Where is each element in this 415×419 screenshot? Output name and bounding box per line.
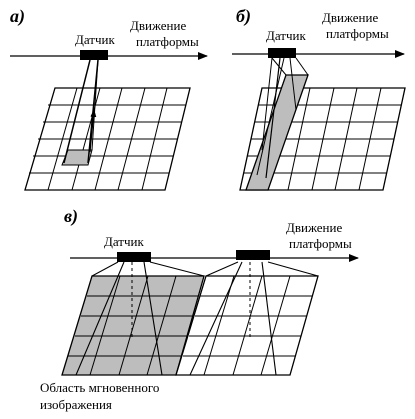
panel-b-sensor-label: Датчик — [266, 28, 306, 43]
panel-c-left-beam-2 — [149, 261, 205, 277]
panel-c-left-beam-1 — [91, 261, 119, 277]
panel-b-sensor — [268, 48, 296, 58]
panel-a-motion-label-line1: Движение — [130, 18, 186, 33]
panel-c-left-beam-3 — [75, 261, 125, 376]
panel-c-right-beam-2 — [267, 261, 319, 277]
panel-c-sensor-label: Датчик — [104, 234, 144, 249]
panel-b-beam-2 — [295, 57, 309, 76]
panel-a-scan-direction-arrow — [89, 109, 97, 153]
panel-c-sensor-2 — [236, 250, 270, 260]
panel-c: в) Датчик Движение платформы — [40, 206, 359, 412]
panel-c-area-label-line2: изображения — [40, 397, 112, 412]
panel-c-label: в) — [64, 206, 78, 227]
panel-a-ground-grid — [24, 87, 191, 191]
panel-b-beam-3 — [261, 57, 273, 151]
panel-c-motion-label-line1: Движение — [286, 220, 342, 235]
panel-b-beam-6 — [289, 57, 297, 111]
panel-a-sensor-label: Датчик — [75, 32, 115, 47]
panel-b-motion-label-line2: платформы — [326, 26, 389, 41]
panel-a: а) Датчик Движение платформы — [10, 6, 208, 191]
panel-a-beam-edge — [91, 59, 99, 151]
panel-b-label: б) — [236, 6, 251, 27]
panel-b-scan-swath — [245, 74, 309, 191]
panel-b: б) Датчик Движение платформы — [232, 6, 406, 191]
panel-c-right-beam-1 — [205, 261, 239, 277]
panel-a-sensor — [80, 50, 108, 60]
panel-c-right-grid — [183, 275, 312, 376]
panel-c-right-beam-3 — [189, 261, 243, 376]
panel-a-label: а) — [10, 6, 25, 27]
panel-b-beam-4 — [265, 57, 281, 179]
panel-c-right-beam-4 — [261, 261, 277, 376]
panel-b-motion-label-line1: Движение — [322, 10, 378, 25]
panel-a-motion-label-line2: платформы — [136, 34, 199, 49]
panel-c-area-label-line1: Область мгновенного — [40, 380, 159, 395]
panel-c-left-grid — [68, 275, 198, 376]
panel-c-motion-label-line2: платформы — [289, 236, 352, 251]
panel-a-beam-left — [63, 59, 91, 164]
panel-b-beam-5 — [256, 57, 285, 176]
panel-c-left-beam-4 — [143, 261, 163, 376]
panel-c-sensor-1 — [117, 252, 151, 262]
